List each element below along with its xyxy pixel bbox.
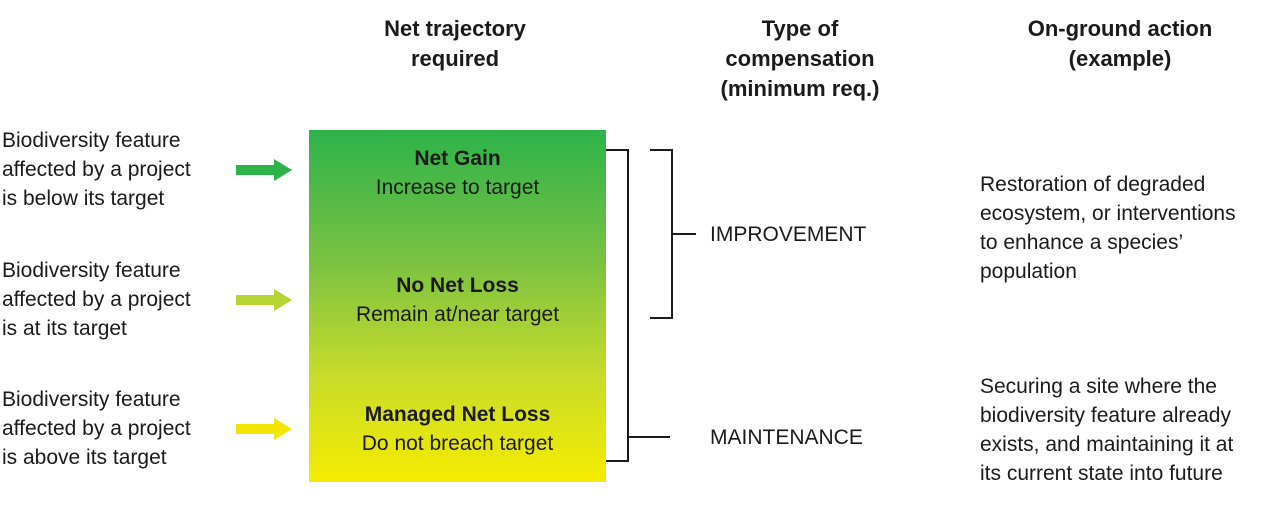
trajectory-managed-net-loss-subtitle: Do not breach target xyxy=(361,432,554,455)
header-on-ground-action: On-ground action (example) xyxy=(1027,16,1213,71)
trajectory-managed-net-loss-title: Managed Net Loss xyxy=(364,403,551,426)
arrow-right-icon xyxy=(236,289,292,311)
arrow-right-icon xyxy=(236,418,292,440)
bracket-maintenance xyxy=(606,149,629,462)
trajectory-net-gain-title: Net Gain xyxy=(414,147,501,170)
action-maintenance-example: Securing a site where the biodiversity f… xyxy=(980,375,1234,485)
header-net-trajectory: Net trajectory required xyxy=(384,16,526,71)
feature-at-target: Biodiversity feature affected by a proje… xyxy=(2,259,191,340)
trajectory-no-net-loss-title: No Net Loss xyxy=(396,274,519,297)
trajectory-no-net-loss-subtitle: Remain at/near target xyxy=(355,303,560,326)
header-type-of-compensation: Type of compensation (minimum req.) xyxy=(720,16,880,101)
arrow-right-icon xyxy=(236,159,292,181)
compensation-improvement: IMPROVEMENT xyxy=(710,223,867,246)
trajectory-gradient-box: Net Gain Increase to target No Net Loss … xyxy=(309,130,606,482)
feature-above-target: Biodiversity feature affected by a proje… xyxy=(2,388,191,469)
action-improvement-example: Restoration of degraded ecosystem, or in… xyxy=(980,173,1236,283)
bracket-improvement xyxy=(650,149,673,319)
feature-below-target: Biodiversity feature affected by a proje… xyxy=(2,129,191,210)
compensation-maintenance: MAINTENANCE xyxy=(710,426,863,449)
trajectory-net-gain-subtitle: Increase to target xyxy=(375,176,540,199)
